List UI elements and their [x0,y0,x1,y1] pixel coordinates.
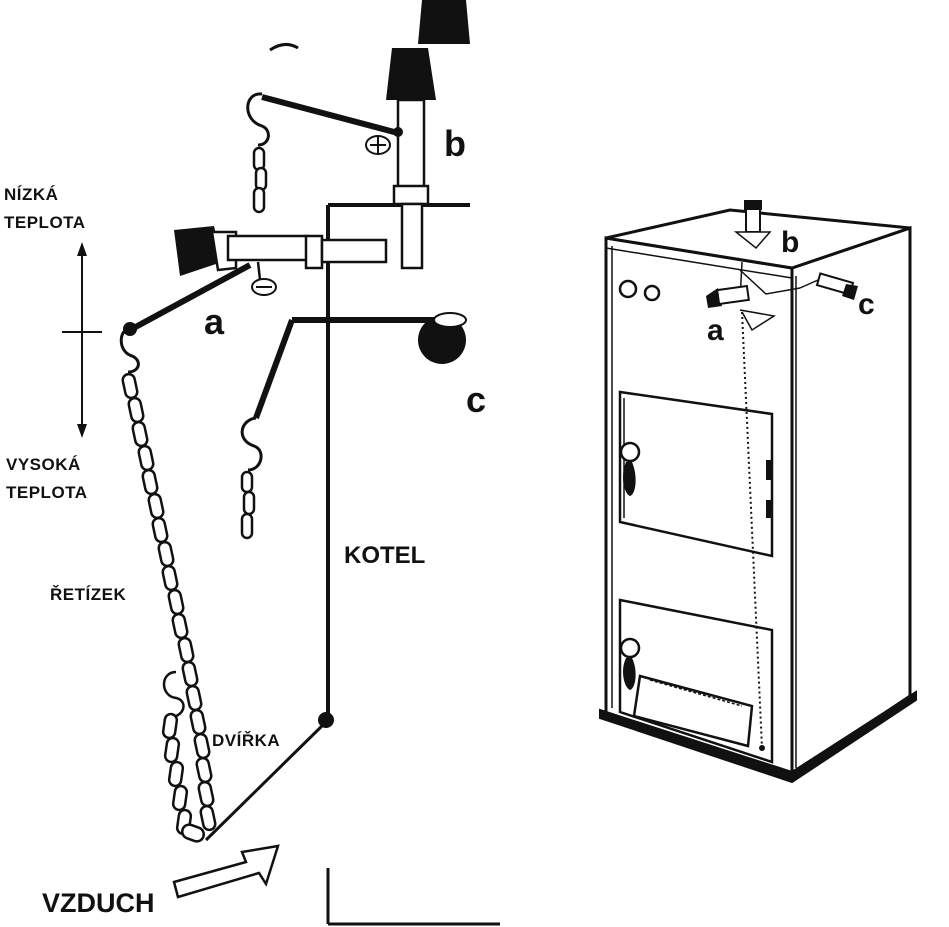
high-temp-label-line1: VYSOKÁ [6,455,81,474]
regulator-schematic [62,0,500,926]
long-chain [121,372,217,843]
door-flap [204,720,328,842]
lever-c-label: c [466,379,487,420]
lever-a-label: a [204,301,225,342]
boiler-illustration [599,200,917,784]
boiler-regulator-c [799,272,858,300]
boiler-side [790,225,912,779]
top-arc [269,43,299,52]
air-label: VZDUCH [42,888,155,918]
regulator-c [240,312,467,540]
chain-label: ŘETÍZEK [50,585,127,604]
floor-bracket [326,868,500,926]
boiler-label-c: c [858,288,875,321]
boiler-base [599,690,917,784]
low-temp-label-line2: TEPLOTA [4,213,86,232]
porthole [618,279,638,299]
boiler-label-b: b [781,226,800,259]
lever-b-label: b [444,123,466,164]
top-knob [418,0,470,44]
air-arrow [172,844,280,899]
boiler-regulator-b [733,200,801,301]
porthole [643,284,661,302]
temperature-scale-arrow [62,242,102,438]
boiler-label-a: a [707,314,724,347]
door-label: DVÍŘKA [212,731,281,750]
high-temp-label-line2: TEPLOTA [6,483,88,502]
regulator-a [119,226,388,374]
boiler-wall [326,203,470,720]
boiler-label: KOTEL [344,542,426,569]
air-flap [632,674,754,748]
regulator-b [246,48,436,270]
upper-door [618,390,774,558]
low-temp-label-line1: NÍZKÁ [4,185,59,204]
boiler-regulator-a [706,284,777,332]
